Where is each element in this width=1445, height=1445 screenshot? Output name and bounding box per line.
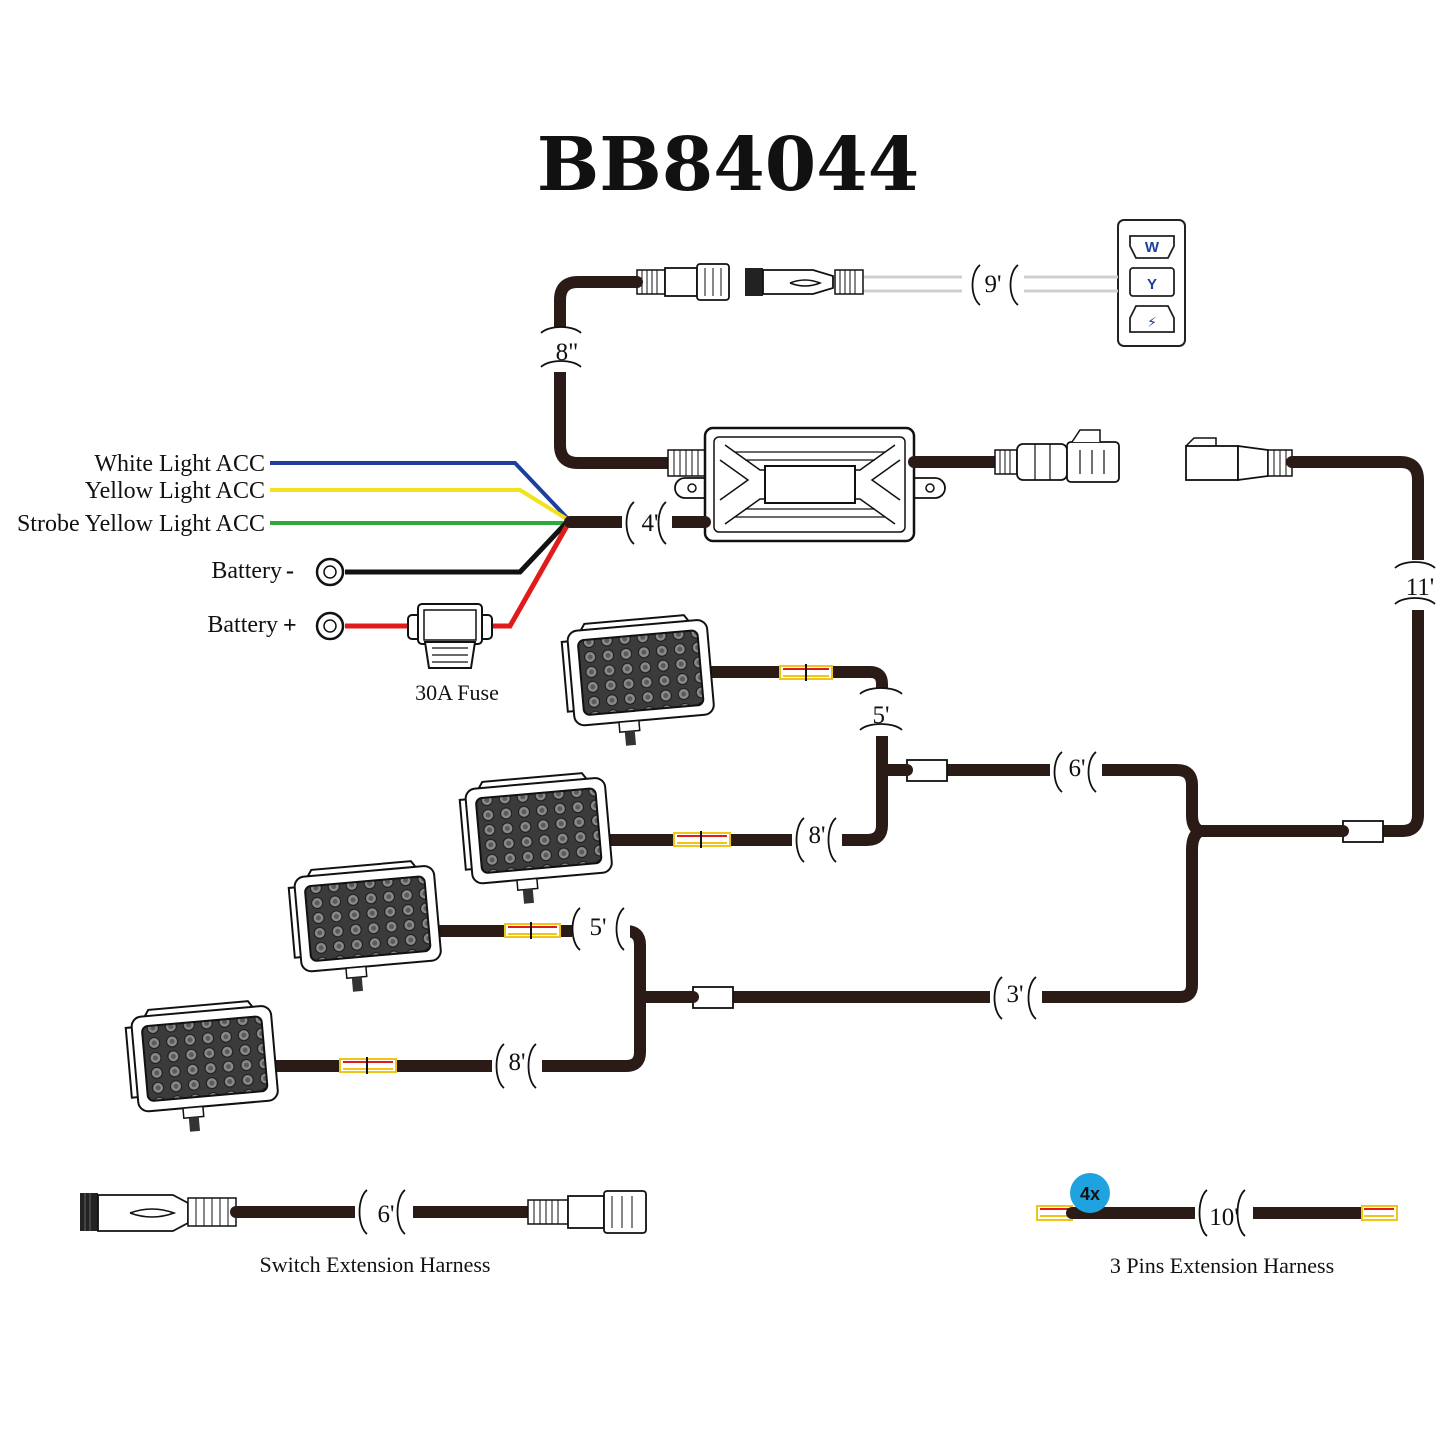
main-harness-cable xyxy=(1286,456,1424,837)
lower-trunk-cable xyxy=(727,825,1206,1003)
switch-length-label: 9' xyxy=(984,271,1001,298)
light1-length-label: 5' xyxy=(872,702,889,729)
lower-branch-cable xyxy=(392,925,646,1072)
pin-ext-caption: 3 Pins Extension Harness xyxy=(1110,1253,1334,1278)
controller-output-connector xyxy=(994,429,1120,483)
strobe-button[interactable]: ⚡ xyxy=(1129,305,1175,333)
switch-ext-length-label: 6' xyxy=(377,1201,394,1228)
switch-connector xyxy=(745,268,864,296)
three-pin-connector xyxy=(504,922,561,939)
main-length-label: 11' xyxy=(1406,574,1435,601)
work-light-2 xyxy=(458,772,613,904)
fuse-label: 30A Fuse xyxy=(415,680,499,705)
quantity-badge: 4x xyxy=(1070,1173,1110,1213)
input-wires xyxy=(270,461,572,629)
pin-extension-harness xyxy=(1036,1189,1398,1237)
fuse-holder xyxy=(407,603,493,669)
white-acc-label: White Light ACC xyxy=(94,451,265,477)
page-title: BB84044 xyxy=(537,122,920,208)
yellow-acc-label: Yellow Light ACC xyxy=(85,478,265,504)
upper-junction xyxy=(906,759,948,782)
strobe-acc-label: Strobe Yellow Light ACC xyxy=(17,511,265,537)
main-junction xyxy=(1342,820,1384,843)
positive-ring-terminal xyxy=(315,611,345,641)
work-light-4 xyxy=(124,1000,279,1132)
battery-positive-sign: + xyxy=(283,613,297,639)
controller-switch-plug xyxy=(636,263,730,301)
lower-trunk-length-label: 3' xyxy=(1006,981,1023,1008)
controller-input-length-label: 4' xyxy=(641,510,658,537)
light4-length-label: 8' xyxy=(508,1049,525,1076)
battery-negative-sign: - xyxy=(286,558,294,584)
work-light-1 xyxy=(560,614,715,746)
battery-positive-label: Battery xyxy=(207,612,278,638)
light2-length-label: 8' xyxy=(808,822,825,849)
upper-branch-cable xyxy=(699,666,888,846)
svg-text:W: W xyxy=(1145,239,1160,256)
three-pin-connector xyxy=(779,664,833,681)
three-pin-connector xyxy=(673,831,731,848)
negative-ring-terminal xyxy=(315,557,345,587)
light3-length-label: 5' xyxy=(589,914,606,941)
three-pin-connector xyxy=(339,1057,397,1074)
upper-trunk-length-label: 6' xyxy=(1068,755,1085,782)
svg-text:Y: Y xyxy=(1147,276,1157,293)
switch-cable: 9' xyxy=(860,264,1118,306)
lower-junction xyxy=(692,986,734,1009)
work-light-3 xyxy=(287,860,442,992)
switch-extension-harness xyxy=(80,1189,647,1235)
controller-switch-cable xyxy=(554,276,674,469)
svg-text:4x: 4x xyxy=(1080,1184,1100,1204)
white-light-button[interactable]: W xyxy=(1129,235,1175,259)
switch-ext-caption: Switch Extension Harness xyxy=(260,1252,491,1277)
yellow-light-button[interactable]: Y xyxy=(1129,267,1175,297)
controller-box xyxy=(667,426,946,543)
main-harness-plug xyxy=(1185,437,1293,482)
svg-text:⚡: ⚡ xyxy=(1147,315,1157,331)
controller-up-length-label: 8" xyxy=(556,339,579,366)
switch-panel: W Y ⚡ xyxy=(1117,219,1186,347)
battery-negative-label: Battery xyxy=(211,558,282,584)
pin-ext-length-label: 10' xyxy=(1209,1204,1239,1231)
